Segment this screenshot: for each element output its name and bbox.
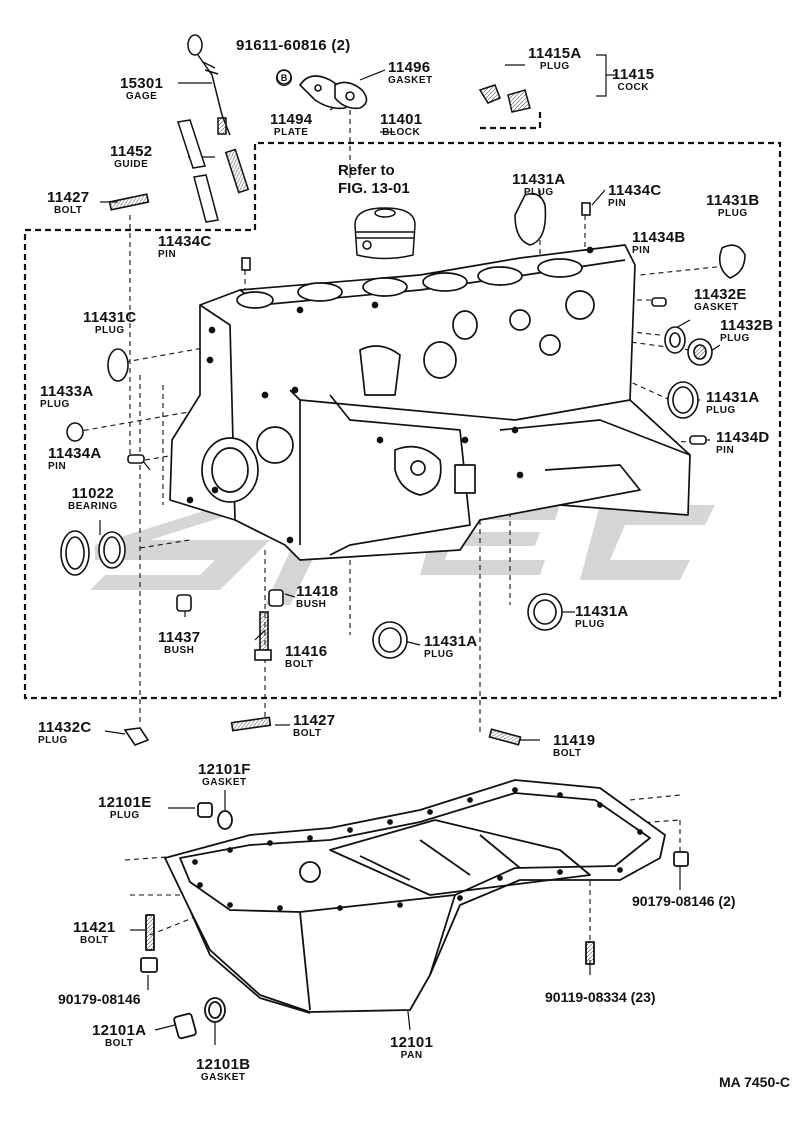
block-group-outline [23,112,782,700]
figure-code: MA 7450-C [718,1074,790,1090]
dipstick-gage [187,34,231,136]
part-label-90179-08146: 90179-08146 [58,991,141,1007]
piston [354,207,416,260]
guide-tube [177,119,250,223]
part-label-90179-08146-2: 90179-08146 (2) [632,893,736,909]
part-label-91611-60816: 91611-60816 (2) [236,37,351,54]
small-parts [60,192,746,746]
drain-cock [478,84,531,113]
oil-pan [140,779,689,1040]
b-symbol-icon: B [276,70,292,86]
engine-block [169,244,691,561]
part-label-90119-08334: 90119-08334 (23) [545,989,656,1005]
